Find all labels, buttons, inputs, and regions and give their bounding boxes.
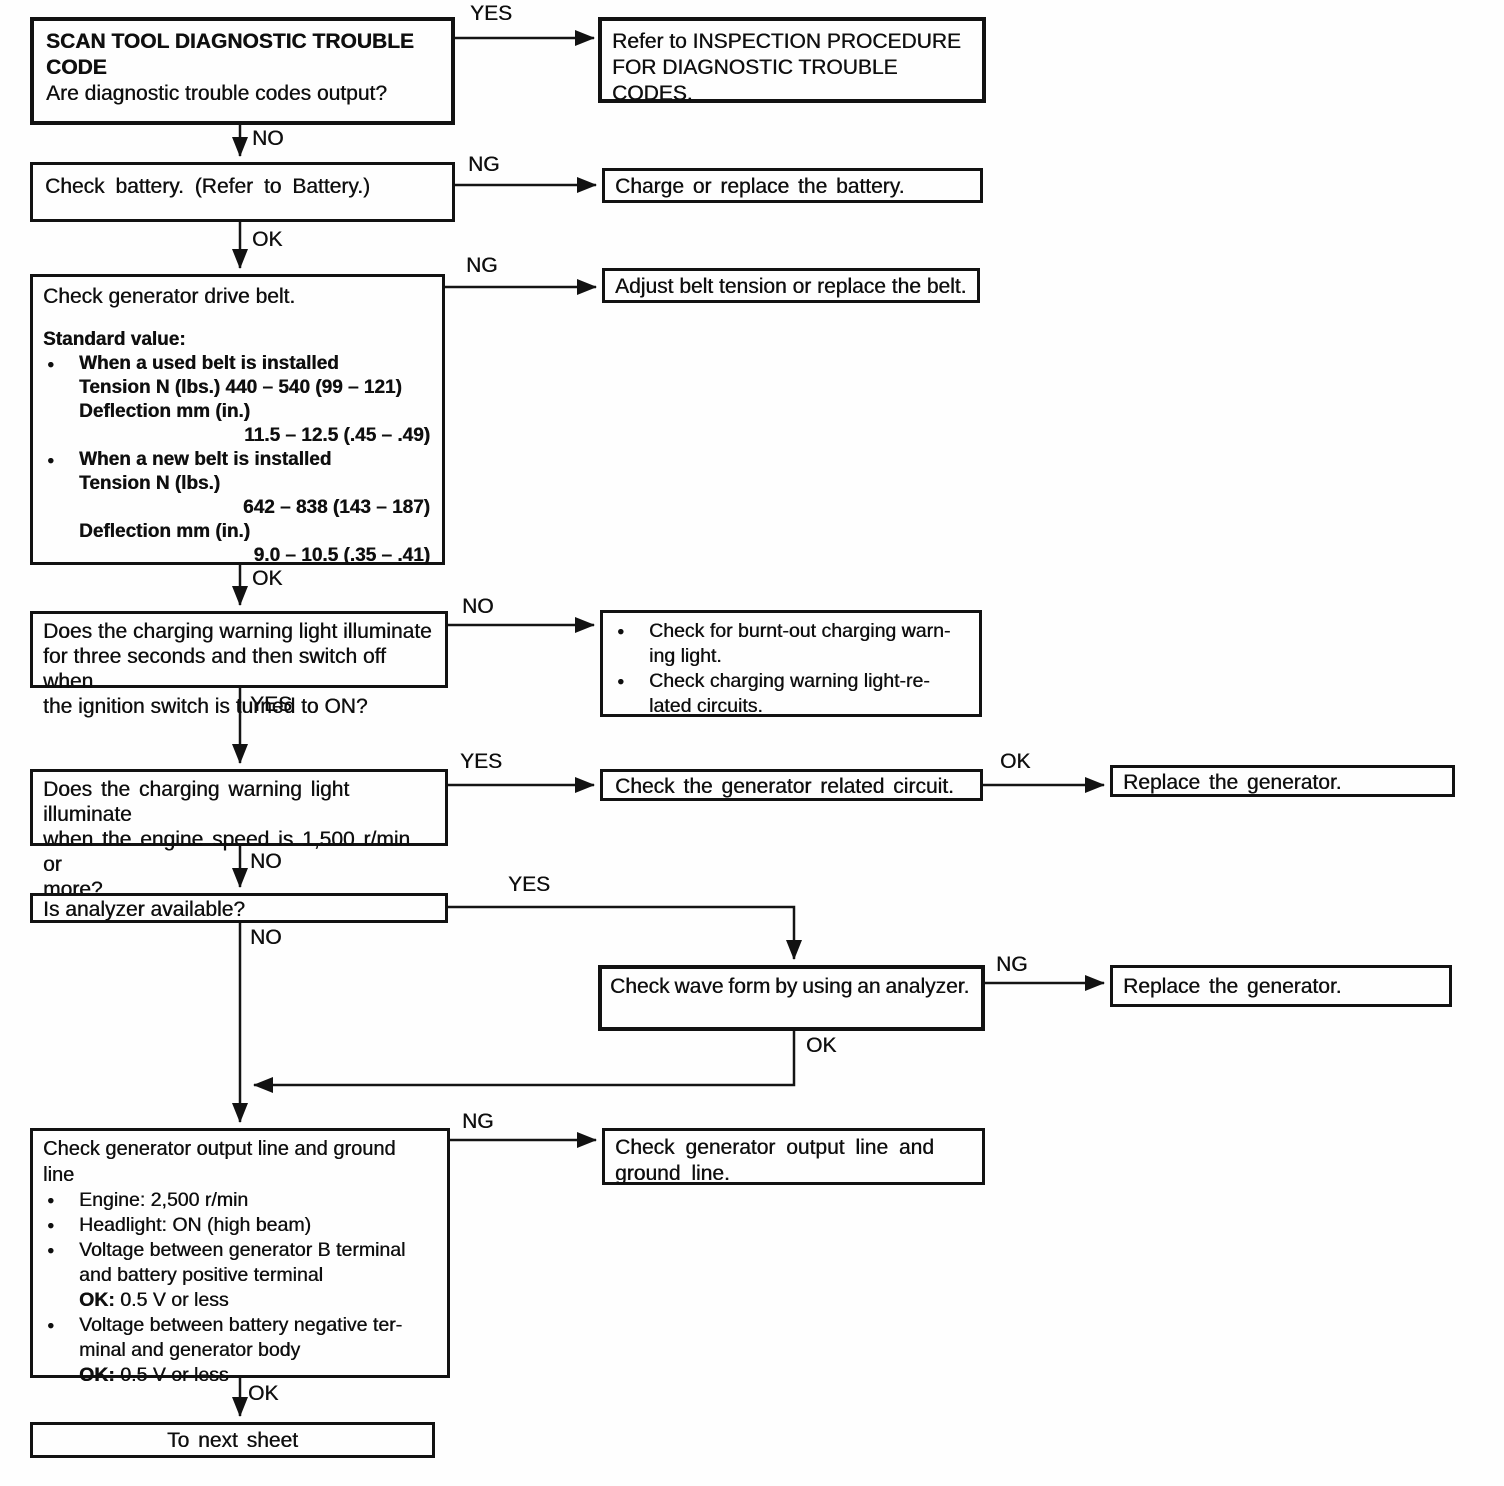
bullet-icon: ● xyxy=(617,624,625,638)
bullet-icon: ● xyxy=(47,1218,55,1232)
node-check-drive-belt: Check generator drive belt. Standard val… xyxy=(30,274,445,566)
node-question: Are diagnostic trouble codes output? xyxy=(46,82,387,105)
ok-spec: OK: 0.5 V or less xyxy=(79,1363,437,1388)
bullet-icon: ● xyxy=(47,1193,55,1207)
edge-analyzer-yes-path xyxy=(448,905,802,960)
ok-spec-label: OK: xyxy=(79,1289,115,1311)
edge-label-ok: OK xyxy=(252,228,283,251)
edge-label-no: NO xyxy=(250,926,282,949)
edge-label-yes: YES xyxy=(460,750,503,773)
bullet-icon: ● xyxy=(47,453,55,467)
check-item: Check for burnt-out charging warn- ing l… xyxy=(649,620,951,667)
standard-value-heading: Standard value: xyxy=(43,329,186,350)
edge-label-yes: YES xyxy=(470,2,513,25)
bullet-icon: ● xyxy=(47,357,55,371)
new-belt-title: When a new belt is installed xyxy=(79,449,332,470)
edge-label-no: NO xyxy=(252,127,284,150)
node-check-output-line: Check generator output line and ground l… xyxy=(30,1128,450,1386)
node-check-generator-circuit: Check the generator related circuit. xyxy=(600,769,983,801)
check-item: Check charging warning light-re- lated c… xyxy=(649,670,930,717)
new-belt-tension-label: Tension N (lbs.) xyxy=(79,473,221,494)
node-refer-inspection-procedure: Refer to INSPECTION PROCEDURE FOR DIAGNO… xyxy=(598,17,986,105)
node-title: SCAN TOOL DIAGNOSTIC TROUBLE CODE xyxy=(46,30,414,79)
node-adjust-belt: Adjust belt tension or replace the belt. xyxy=(602,268,980,303)
used-belt-deflection-value: 11.5 – 12.5 (.45 – .49) xyxy=(244,425,430,446)
ok-spec-label: OK: xyxy=(79,1364,115,1386)
edge-label-ng: NG xyxy=(466,254,498,277)
edge-label-yes: YES xyxy=(508,873,551,896)
condition-item: Headlight: ON (high beam) xyxy=(79,1214,311,1236)
node-scan-tool-dtc: SCAN TOOL DIAGNOSTIC TROUBLE CODE Are di… xyxy=(30,17,455,125)
used-belt-title: When a used belt is installed xyxy=(79,353,339,374)
belt-intro: Check generator drive belt. xyxy=(43,285,296,308)
condition-item: Engine: 2,500 r/min xyxy=(79,1189,249,1211)
bullet-icon: ● xyxy=(617,674,625,688)
used-belt-tension: Tension N (lbs.) 440 – 540 (99 – 121) xyxy=(79,377,402,398)
output-line-title: Check generator output line and ground l… xyxy=(43,1138,396,1186)
node-warning-light-on-question: Does the charging warning light illumina… xyxy=(30,611,448,718)
node-charge-or-replace-battery: Charge or replace the battery. xyxy=(602,168,983,203)
node-check-output-line-result: Check generator output line and ground l… xyxy=(602,1128,985,1185)
node-analyzer-available-question: Is analyzer available? xyxy=(30,893,448,923)
node-replace-generator: Replace the generator. xyxy=(1110,765,1455,797)
node-warning-light-speed-question: Does the charging warning light illumina… xyxy=(30,769,448,901)
edge-label-no: NO xyxy=(462,595,494,618)
edge-label-ok: OK xyxy=(806,1034,837,1057)
node-check-battery: Check battery. (Refer to Battery.) xyxy=(30,162,455,222)
new-belt-deflection-label: Deflection mm (in.) xyxy=(79,521,251,542)
edge-label-yes: YES xyxy=(250,694,292,716)
edge-label-ok: OK xyxy=(252,567,283,590)
edge-label-ng: NG xyxy=(996,953,1028,976)
ok-spec-value: 0.5 V or less xyxy=(120,1364,229,1386)
node-to-next-sheet: To next sheet xyxy=(30,1422,435,1458)
ok-spec: OK: 0.5 V or less xyxy=(79,1288,437,1313)
condition-item: Voltage between generator B terminal and… xyxy=(79,1239,406,1286)
edge-label-ng: NG xyxy=(462,1110,494,1133)
condition-item: Voltage between battery negative ter- mi… xyxy=(79,1314,403,1361)
new-belt-tension-value: 642 – 838 (143 – 187) xyxy=(243,497,430,518)
new-belt-deflection-value: 9.0 – 10.5 (.35 – .41) xyxy=(253,545,430,566)
edge-label-no: NO xyxy=(250,850,282,873)
used-belt-deflection-label: Deflection mm (in.) xyxy=(79,401,251,422)
edge-label-ok: OK xyxy=(248,1382,279,1405)
node-check-wave-form: Check wave form by using an analyzer. xyxy=(598,965,985,1031)
node-replace-generator: Replace the generator. xyxy=(1110,965,1452,1007)
bullet-icon: ● xyxy=(47,1243,55,1257)
ok-spec-value: 0.5 V or less xyxy=(120,1289,229,1311)
edge-waveform-ok-return-path xyxy=(253,1031,796,1093)
node-warning-light-checks: ● Check for burnt-out charging warn- ing… xyxy=(600,610,982,717)
bullet-icon: ● xyxy=(47,1318,55,1332)
edge-label-ng: NG xyxy=(468,153,500,176)
edge-label-ok: OK xyxy=(1000,750,1031,773)
